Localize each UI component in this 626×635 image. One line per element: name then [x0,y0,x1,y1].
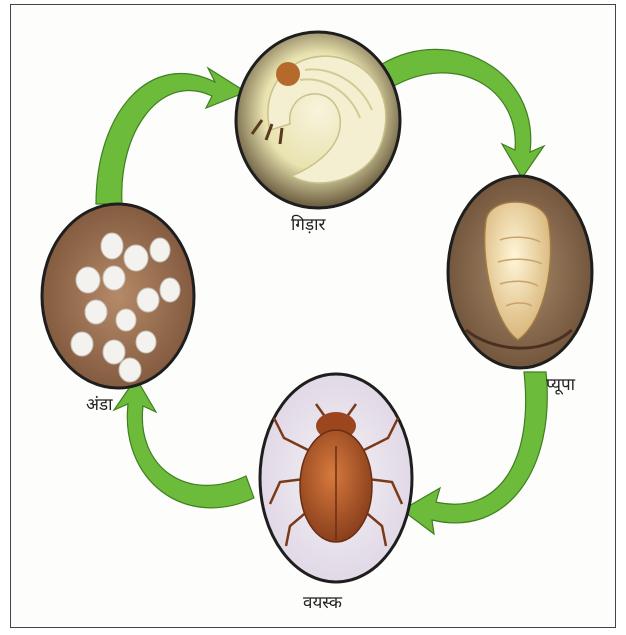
larva-label: गिड़ार [291,212,325,235]
larva-stage-image [236,32,400,208]
pupa-label: प्यूपा [546,372,575,395]
egg-stage-image [42,204,194,388]
arrow-pupa-to-adult [402,372,547,534]
adult-stage-image [260,374,412,582]
arrow-adult-to-egg [114,378,254,508]
egg-label: अंडा [86,392,113,415]
arrow-larva-to-pupa [382,49,544,178]
arrow-egg-to-larva [96,68,246,204]
adult-label: वयस्क [303,590,342,613]
pupa-stage-image [448,176,592,368]
